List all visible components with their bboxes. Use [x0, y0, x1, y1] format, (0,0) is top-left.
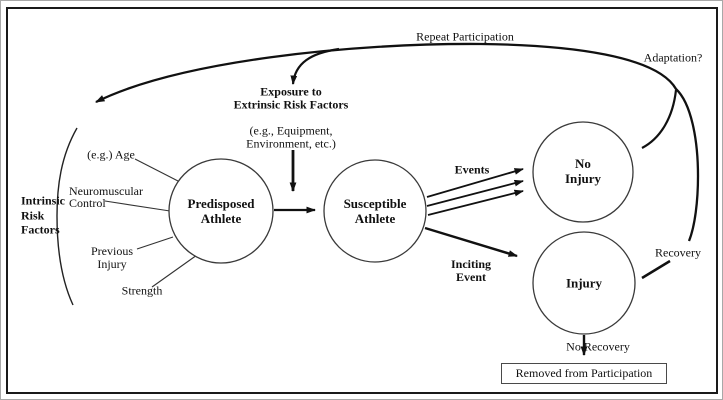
age-connector-line [134, 158, 179, 182]
neuromuscular-control-label: Neuromuscular Control [69, 184, 143, 210]
repeat-participation-loop-curve [95, 42, 700, 242]
strength-connector-line [151, 254, 198, 288]
neuromuscular-connector-line [104, 200, 171, 212]
previous-injury-connector-line [136, 236, 174, 250]
predisposed-athlete-circle [168, 158, 274, 264]
exposure-examples: (e.g., Equipment, Environment, etc.) [246, 123, 336, 151]
intrinsic-factors-bracket [56, 127, 78, 306]
inciting-event-arrow [424, 226, 518, 258]
adaptation-label: Adaptation? [643, 50, 703, 65]
loop-to-exposure-branch-arrow [290, 47, 340, 85]
strength-label: Strength [121, 283, 163, 298]
exposure-title: Exposure to Extrinsic Risk Factors [233, 84, 349, 112]
diagram-frame [6, 7, 718, 394]
exposure-block: Exposure to Extrinsic Risk Factors (e.g.… [234, 73, 349, 164]
age-label: (e.g.) Age [87, 147, 135, 162]
injury-circle [532, 231, 636, 335]
no-recovery-label: No Recovery [566, 339, 630, 354]
events-arrow-1 [426, 168, 524, 198]
events-arrow-2 [426, 179, 524, 207]
intrinsic-risk-factors-label: Intrinsic Risk Factors [21, 193, 66, 237]
repeat-participation-label: Repeat Participation [416, 29, 514, 44]
injury-label: Injury [565, 275, 603, 291]
removed-from-participation-label: Removed from Participation [515, 366, 653, 380]
inciting-event-label: Inciting Event [450, 257, 492, 284]
previous-injury-label: Previous Injury [91, 244, 133, 271]
events-arrow-3 [427, 189, 524, 216]
no-injury-circle [532, 121, 634, 223]
predisposed-athlete-label: Predisposed Athlete [187, 196, 255, 226]
recovery-link-line [641, 259, 671, 280]
events-label: Events [454, 162, 490, 177]
no-injury-label: No Injury [564, 156, 602, 186]
recovery-label: Recovery [655, 245, 701, 260]
removed-from-participation-box: Removed from Participation [501, 363, 667, 384]
susceptible-athlete-circle [323, 159, 427, 263]
adaptation-branch-curve [641, 89, 678, 149]
susceptible-athlete-label: Susceptible Athlete [343, 196, 407, 226]
